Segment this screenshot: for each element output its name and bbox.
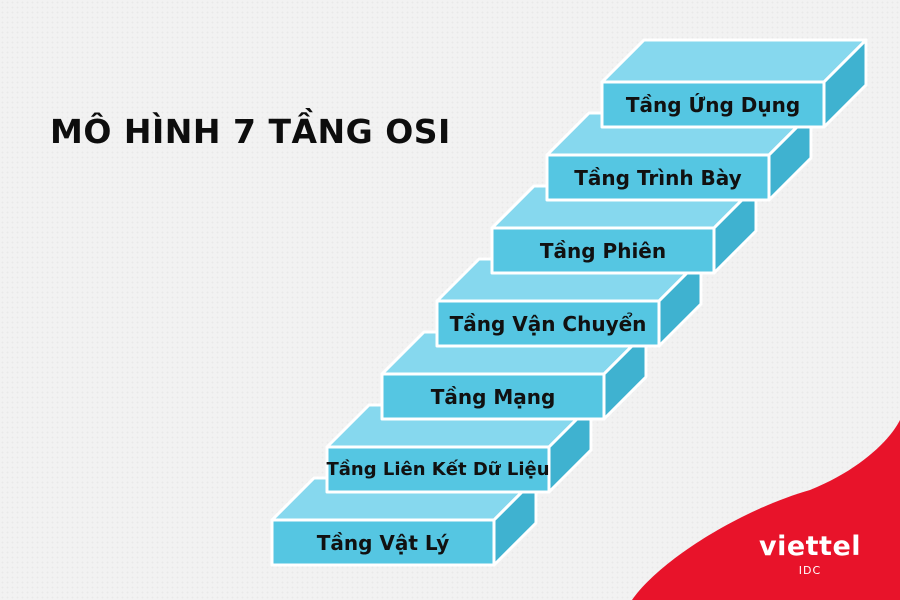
osi-layer-label: Tầng Trình Bày — [574, 165, 742, 190]
block-front-face — [490, 226, 716, 275]
osi-layer-block — [270, 476, 538, 567]
block-top-face — [600, 38, 868, 84]
block-front-face — [270, 518, 496, 567]
block-front-face — [600, 80, 826, 129]
osi-layer-label: Tầng Liên Kết Dữ Liệu — [326, 459, 550, 480]
block-front-face — [545, 153, 771, 202]
block-front-face — [325, 445, 551, 494]
osi-layer-label: Tầng Vật Lý — [316, 530, 450, 555]
osi-layer-label: Tầng Vận Chuyển — [449, 311, 647, 336]
viettel-idc-logo: viettel IDC — [735, 531, 885, 578]
page-title: MÔ HÌNH 7 TẦNG OSI — [50, 112, 451, 151]
block-front-face — [380, 372, 606, 421]
osi-layer-label: Tầng Ứng Dụng — [625, 92, 801, 117]
osi-layer-label: Tầng Mạng — [430, 384, 556, 409]
logo-sub: IDC — [798, 564, 822, 577]
osi-layer-block — [380, 330, 648, 421]
osi-layer-block — [600, 38, 868, 129]
logo-name: viettel — [758, 531, 862, 562]
block-front-face — [435, 299, 661, 348]
osi-layer-label: Tầng Phiên — [539, 238, 667, 263]
